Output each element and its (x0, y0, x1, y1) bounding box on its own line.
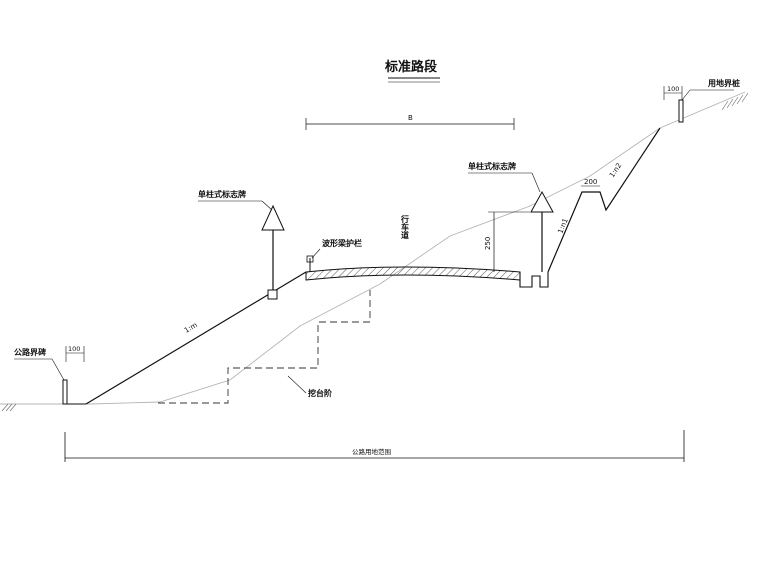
carriageway-label: 行车道 (401, 214, 410, 240)
cut-slope-label-2: 1:n2 (608, 162, 623, 179)
width-dimension: B (305, 114, 515, 130)
left-boundary-marker-label: 公路界碑 (14, 347, 46, 357)
guardrail-leader (311, 248, 321, 259)
fill-slope-label: 1:m (183, 321, 199, 335)
left-marker-leader-tip (51, 358, 65, 381)
guardrail-post (306, 255, 314, 272)
right-sign-label: 单柱式标志牌 (468, 161, 516, 171)
ground-hatch-left (1, 403, 17, 412)
land-range-dimension: 公路用地范围 (64, 430, 685, 462)
right-boundary-marker (678, 99, 684, 123)
left-boundary-marker (62, 379, 68, 405)
left-sign (261, 204, 285, 300)
right-ditch (519, 272, 549, 288)
right-marker-offset-dimension: 100 (663, 85, 683, 100)
drawing-title: 标准路段 (384, 59, 437, 75)
left-sign-label: 单柱式标志牌 (198, 189, 246, 199)
left-marker-offset-label: 100 (68, 345, 80, 353)
width-dimension-label: B (408, 114, 413, 122)
right-boundary-marker-label: 用地界桩 (707, 78, 740, 88)
left-sign-leader-tip (261, 200, 273, 211)
right-sign (530, 190, 554, 272)
height-dimension: 250 (484, 211, 530, 272)
berm-dimension-label: 200 (584, 178, 597, 186)
original-ground-line (0, 91, 746, 405)
left-marker-offset-dimension: 100 (65, 345, 85, 362)
guardrail-label: 波形梁护栏 (322, 238, 362, 248)
carriageway-label-group: 行车道 (401, 214, 410, 240)
right-sign-leader-tip (531, 172, 541, 193)
right-marker-leader-tip (681, 89, 691, 101)
benching-steps (158, 290, 371, 404)
land-range-label: 公路用地范围 (352, 447, 391, 456)
cut-slope-line (547, 127, 661, 273)
pavement-structure (305, 266, 521, 281)
berm-dimension: 200 (581, 178, 600, 187)
height-dimension-label: 250 (484, 237, 492, 250)
benching-leader (287, 375, 307, 394)
right-marker-offset-label: 100 (667, 85, 679, 93)
benching-label: 挖台阶 (308, 388, 332, 398)
ground-hatch-right (721, 92, 749, 111)
